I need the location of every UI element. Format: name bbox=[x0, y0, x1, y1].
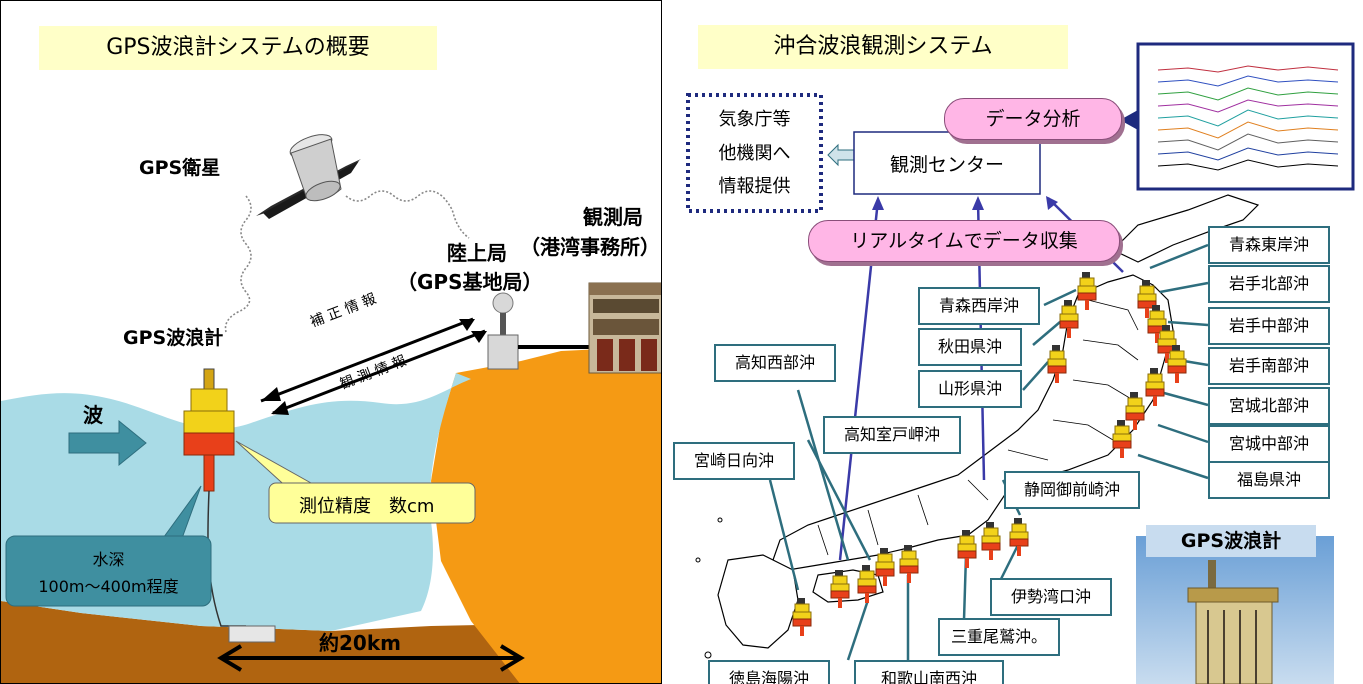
wave-arrow-icon bbox=[68, 419, 147, 467]
station-akita: 秋田県沖 bbox=[918, 328, 1022, 366]
correction-info-arrow-icon bbox=[260, 317, 475, 403]
station-wakayama: 和歌山南西沖 bbox=[854, 660, 1004, 684]
gps-buoy-icon bbox=[183, 368, 235, 492]
station-shizuoka: 静岡御前崎沖 bbox=[1004, 471, 1140, 509]
station-iwate-south: 岩手南部沖 bbox=[1208, 347, 1330, 385]
island bbox=[717, 517, 723, 523]
island bbox=[695, 557, 701, 563]
buoy-icon bbox=[981, 522, 1001, 560]
analysis-connector bbox=[1120, 110, 1138, 130]
station-aomori-west: 青森西岸沖 bbox=[918, 287, 1040, 325]
buoy-icon bbox=[899, 545, 919, 583]
buoy-photo bbox=[1136, 536, 1334, 684]
info-provision-line3: 情報提供 bbox=[718, 176, 791, 197]
depth-callout-box bbox=[5, 535, 212, 607]
station-fukushima: 福島県沖 bbox=[1208, 461, 1330, 499]
station-kochi-muroto: 高知室戸岬沖 bbox=[823, 416, 961, 454]
satellite-icon bbox=[256, 134, 361, 219]
map-buoys bbox=[792, 272, 1187, 636]
info-provision-line1: 気象庁等 bbox=[718, 109, 791, 130]
accuracy-callout-box bbox=[268, 482, 476, 524]
data-analysis-pill: データ分析 bbox=[944, 98, 1122, 140]
arrow-head bbox=[872, 196, 884, 210]
info-provision-box bbox=[686, 93, 823, 213]
buoy-icon bbox=[1145, 368, 1165, 406]
wave-chart-inset bbox=[1136, 42, 1355, 191]
island bbox=[704, 651, 712, 659]
buoy-icon bbox=[1137, 280, 1157, 318]
buoy-icon bbox=[1077, 272, 1097, 310]
gps-buoy-label: GPS波浪計 bbox=[123, 327, 224, 349]
observation-illustration bbox=[686, 42, 1355, 684]
buoy-icon bbox=[875, 548, 895, 586]
arrow-head bbox=[1046, 196, 1058, 210]
land-station-sub-label: （GPS基地局） bbox=[397, 270, 543, 294]
observation-info-arrow-icon bbox=[271, 329, 487, 415]
station-yamagata: 山形県沖 bbox=[918, 370, 1022, 408]
seabed bbox=[1, 601, 661, 683]
observatory-label: 観測局 bbox=[583, 205, 643, 229]
gps-satellite-label: GPS衛星 bbox=[139, 157, 221, 179]
station-iwate-north: 岩手北部沖 bbox=[1208, 265, 1330, 303]
realtime-collection-pill: リアルタイムでデータ収集 bbox=[808, 220, 1120, 262]
buoy-icon bbox=[830, 570, 850, 608]
observatory-sub-label: （港湾事務所） bbox=[520, 235, 660, 259]
overview-panel: GPS波浪計システムの概要 GPS衛星 陸上局 （GPS基地局） 観測局 （港湾… bbox=[0, 0, 662, 684]
land bbox=[431, 346, 661, 683]
info-arrow-icon bbox=[827, 143, 855, 167]
overview-title: GPS波浪計システムの概要 bbox=[39, 26, 437, 70]
station-tokushima: 徳島海陽沖 bbox=[708, 660, 830, 684]
base-station-icon bbox=[487, 292, 589, 370]
buoy-photo-label: GPS波浪計 bbox=[1146, 525, 1316, 557]
buoy-icon bbox=[792, 598, 812, 636]
depth-label-line2: 100m～400m程度 bbox=[38, 577, 179, 596]
observatory-building-icon bbox=[588, 282, 661, 374]
buoy-icon bbox=[1157, 325, 1177, 363]
station-miyagi-central: 宮城中部沖 bbox=[1208, 425, 1330, 463]
depth-label-line1: 水深 bbox=[92, 550, 125, 569]
station-iwate-central: 岩手中部沖 bbox=[1208, 307, 1330, 345]
observation-system-panel: 沖合波浪観測システム 気象庁等 他機関へ 情報提供 観測センター データ分析 リ… bbox=[668, 0, 1363, 684]
buoy-icon bbox=[1059, 300, 1079, 338]
station-aomori-east: 青森東岸沖 bbox=[1208, 226, 1330, 264]
signal-line-land bbox=[345, 190, 470, 239]
distance-arrow-icon bbox=[217, 644, 525, 672]
buoy-icon bbox=[1125, 392, 1145, 430]
station-miyagi-north: 宮城北部沖 bbox=[1208, 387, 1330, 425]
overview-illustration bbox=[1, 134, 661, 683]
buoy-icon bbox=[1147, 305, 1167, 343]
buoy-icon bbox=[1009, 518, 1029, 556]
buoy-icon bbox=[957, 530, 977, 568]
buoy-icon bbox=[857, 565, 877, 603]
station-kochi-west: 高知西部沖 bbox=[714, 344, 836, 382]
buoy-icon bbox=[1047, 345, 1067, 383]
wave-label: 波 bbox=[83, 403, 103, 427]
anchor-block bbox=[228, 625, 276, 643]
observation-center-label: 観測センター bbox=[889, 154, 1004, 176]
signal-line-buoy bbox=[224, 195, 252, 333]
station-ise: 伊勢湾口沖 bbox=[990, 578, 1112, 616]
buoy-icon bbox=[1167, 345, 1187, 383]
station-miyazaki: 宮崎日向沖 bbox=[673, 442, 795, 480]
accuracy-label: 測位精度 数cm bbox=[299, 496, 435, 517]
distance-label: 約20km bbox=[319, 631, 401, 655]
arrow-head bbox=[972, 196, 984, 210]
buoy-icon bbox=[1112, 420, 1132, 458]
info-provision-line2: 他機関へ bbox=[718, 143, 791, 164]
system-title: 沖合波浪観測システム bbox=[698, 25, 1068, 69]
observation-center-box bbox=[853, 131, 1041, 195]
station-mie: 三重尾鷲沖。 bbox=[938, 618, 1060, 656]
land-station-label: 陸上局 bbox=[447, 241, 507, 265]
